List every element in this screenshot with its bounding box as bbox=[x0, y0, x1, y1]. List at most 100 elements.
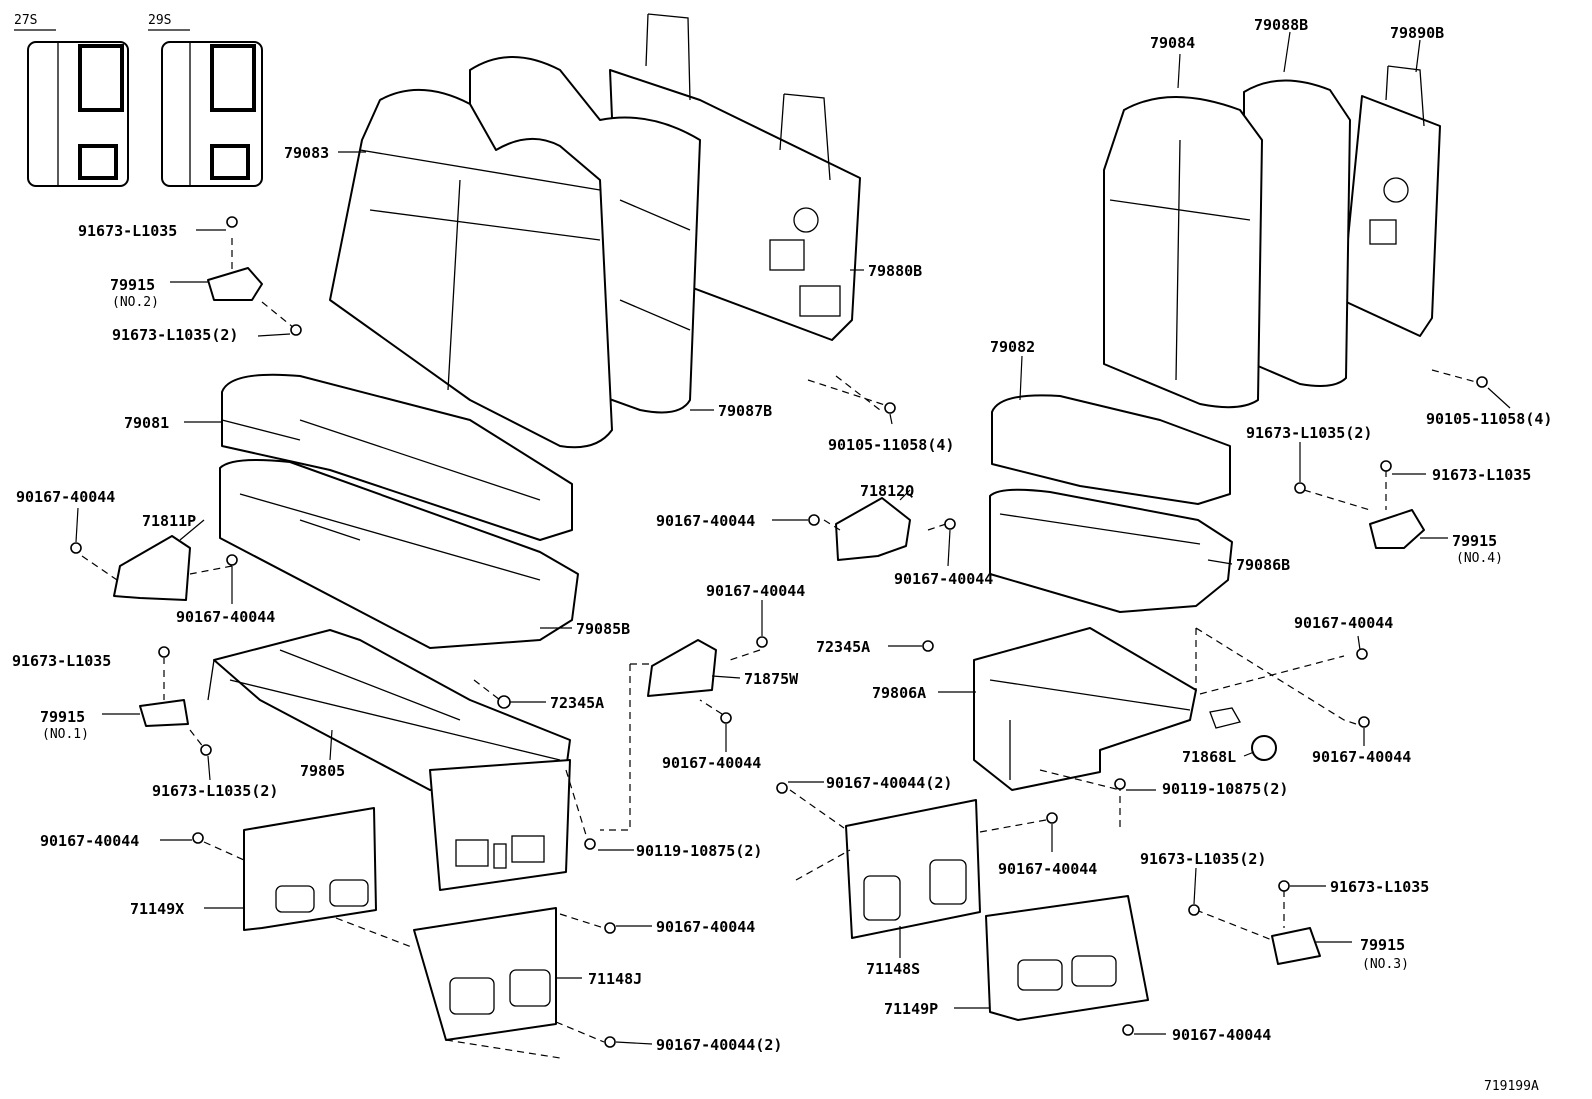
bench-seat-frame-79085b bbox=[219, 459, 579, 649]
side-cover-71875w bbox=[647, 639, 717, 697]
single-seat-cushion-79082 bbox=[991, 394, 1231, 505]
label-79915-no4: 79915 bbox=[1452, 532, 1497, 550]
bolt-icon bbox=[720, 712, 732, 724]
assembly-lines bbox=[81, 238, 1477, 1059]
bolt-icon bbox=[1046, 812, 1058, 824]
bracket-79915-no1 bbox=[139, 699, 189, 727]
label-fastener: 90167-40044 bbox=[16, 488, 115, 506]
label-79806a: 79806A bbox=[872, 684, 926, 702]
bracket-79915-no3 bbox=[1271, 927, 1321, 965]
bolt-icon bbox=[1188, 904, 1200, 916]
bolt-icon bbox=[756, 636, 768, 648]
label-79915-no1: 79915 bbox=[40, 708, 85, 726]
side-cover-71812q bbox=[835, 497, 911, 561]
label-fastener: 90167-40044 bbox=[40, 832, 139, 850]
label-79915-no2: 79915 bbox=[110, 276, 155, 294]
label-79088b: 79088B bbox=[1254, 16, 1308, 34]
side-cover-71811p bbox=[113, 535, 191, 601]
bolt-icon bbox=[922, 640, 934, 652]
label-fastener: 90119-10875(2) bbox=[1162, 780, 1288, 798]
label-71812q: 71812Q bbox=[860, 482, 914, 500]
trim-71148s bbox=[845, 799, 981, 939]
bolt-icon bbox=[70, 542, 82, 554]
label-fastener: 90167-40044 bbox=[1172, 1026, 1271, 1044]
bolt-icon bbox=[584, 838, 596, 850]
bolt-icon bbox=[200, 744, 212, 756]
single-frame-79806a bbox=[973, 627, 1197, 791]
labels: 79083 79084 79088B 79890B 79880B 79082 7… bbox=[12, 16, 1552, 1094]
bolt-icon bbox=[1356, 648, 1368, 660]
label-fastener: 90105-11058(4) bbox=[828, 436, 954, 454]
label-fastener: 90167-40044 bbox=[176, 608, 275, 626]
label-71811p: 71811P bbox=[142, 512, 196, 530]
label-79805: 79805 bbox=[300, 762, 345, 780]
bolt-icon bbox=[497, 695, 511, 709]
bolt-icon bbox=[776, 782, 788, 794]
bolt-icon bbox=[226, 554, 238, 566]
bolt-icon bbox=[944, 518, 956, 530]
label-fastener: 90167-40044(2) bbox=[656, 1036, 782, 1054]
legend-29s-label: 29S bbox=[148, 13, 171, 28]
label-71149x: 71149X bbox=[130, 900, 184, 918]
bolt-icon bbox=[884, 402, 896, 414]
label-fastener: 90167-40044 bbox=[656, 512, 755, 530]
label-fastener: 90167-40044 bbox=[662, 754, 761, 772]
label-fastener: 91673-L1035(2) bbox=[1140, 850, 1266, 868]
legend-29s: 29S bbox=[148, 13, 263, 187]
label-fastener: 90167-40044 bbox=[1294, 614, 1393, 632]
label-79915-no4-note: (NO.4) bbox=[1456, 551, 1503, 566]
label-71875w: 71875W bbox=[744, 670, 799, 688]
single-back-cover-79088b bbox=[1243, 79, 1351, 387]
label-fastener: 90167-40044(2) bbox=[826, 774, 952, 792]
bolt-icon bbox=[1358, 716, 1370, 728]
label-79084: 79084 bbox=[1150, 34, 1195, 52]
bench-frame-79805 bbox=[207, 629, 571, 791]
bolt-icon bbox=[604, 1036, 616, 1048]
bolt-icon bbox=[158, 646, 170, 658]
label-72345a-left: 72345A bbox=[550, 694, 604, 712]
label-fastener: 91673-L1035 bbox=[1432, 466, 1531, 484]
label-79915-no2-note: (NO.2) bbox=[112, 295, 159, 310]
leader-lines bbox=[75, 31, 1511, 1045]
label-fastener: 90119-10875(2) bbox=[636, 842, 762, 860]
bolt-icon bbox=[1380, 460, 1392, 472]
label-71148s: 71148S bbox=[866, 960, 920, 978]
trim-71149x bbox=[243, 807, 377, 931]
label-79087b: 79087B bbox=[718, 402, 772, 420]
label-79085b: 79085B bbox=[576, 620, 630, 638]
trim-71148j bbox=[413, 907, 557, 1041]
label-fastener: 90167-40044 bbox=[894, 570, 993, 588]
bolts bbox=[70, 216, 1488, 1048]
bench-seat-cushion-79081 bbox=[221, 373, 573, 541]
legend-27s-label: 27S bbox=[14, 13, 37, 28]
cup-holder-71868l bbox=[1209, 707, 1277, 761]
label-79880b: 79880B bbox=[868, 262, 922, 280]
label-fastener: 91673-L1035(2) bbox=[1246, 424, 1372, 442]
single-back-frame-79890b bbox=[1341, 65, 1441, 337]
label-79915-no3-note: (NO.3) bbox=[1362, 957, 1409, 972]
label-fastener: 91673-L1035 bbox=[1330, 878, 1429, 896]
label-fastener: 90167-40044 bbox=[1312, 748, 1411, 766]
bolt-icon bbox=[192, 832, 204, 844]
label-79086b: 79086B bbox=[1236, 556, 1290, 574]
label-fastener: 91673-L1035 bbox=[12, 652, 111, 670]
bolt-icon bbox=[290, 324, 302, 336]
bolt-icon bbox=[1114, 778, 1126, 790]
label-79083: 79083 bbox=[284, 144, 329, 162]
bolt-icon bbox=[604, 922, 616, 934]
label-79082: 79082 bbox=[990, 338, 1035, 356]
bolt-icon bbox=[1122, 1024, 1134, 1036]
label-fastener: 90167-40044 bbox=[706, 582, 805, 600]
label-fastener: 90105-11058(4) bbox=[1426, 410, 1552, 428]
bolt-icon bbox=[1278, 880, 1290, 892]
label-fastener: 91673-L1035(2) bbox=[152, 782, 278, 800]
trim-71149p bbox=[985, 895, 1149, 1021]
label-71149p: 71149P bbox=[884, 1000, 938, 1018]
bolt-icon bbox=[1294, 482, 1306, 494]
label-fastener: 91673-L1035 bbox=[78, 222, 177, 240]
label-79081: 79081 bbox=[124, 414, 169, 432]
label-72345a-right: 72345A bbox=[816, 638, 870, 656]
single-back-cushion-79084 bbox=[1103, 96, 1263, 409]
bracket-79915-no2 bbox=[207, 267, 263, 301]
